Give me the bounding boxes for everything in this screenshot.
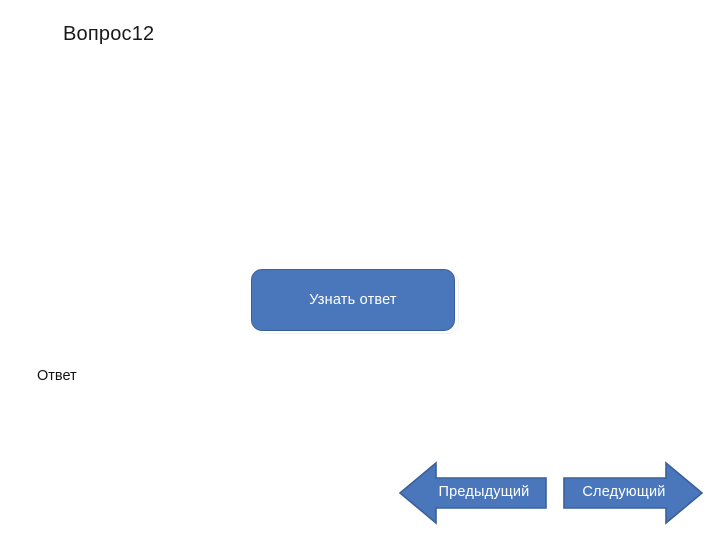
previous-button-label: Предыдущий (438, 484, 530, 500)
reveal-answer-button-group: Узнать ответ (250, 267, 460, 335)
reveal-answer-button-label: Узнать ответ (309, 292, 397, 308)
arrow-right-icon (563, 461, 704, 525)
arrow-left-icon (398, 461, 547, 525)
previous-button[interactable]: Предыдущий (398, 460, 548, 526)
answer-label: Ответ (37, 368, 77, 384)
reveal-answer-button[interactable]: Узнать ответ (251, 269, 455, 331)
next-button[interactable]: Следующий (562, 460, 704, 526)
page-title: Вопрос12 (63, 23, 155, 45)
next-button-label: Следующий (582, 484, 666, 500)
